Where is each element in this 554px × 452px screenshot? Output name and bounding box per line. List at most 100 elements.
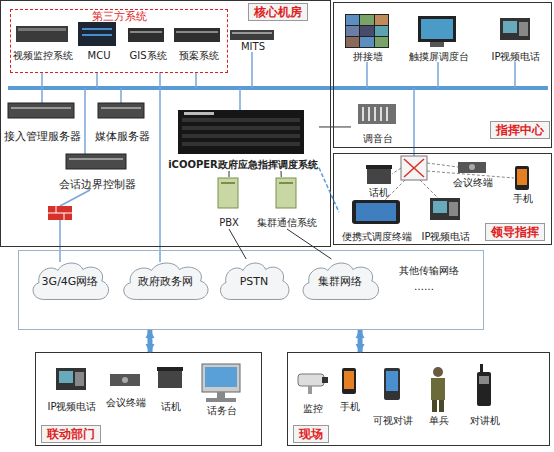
device: IP视频电话: [415, 197, 477, 243]
bus-line: [8, 86, 548, 90]
portable-terminal-icon: [352, 200, 400, 224]
dispatch-system-icon: [182, 118, 300, 122]
router-icon: [404, 159, 424, 177]
conference-terminal-icon: [458, 162, 486, 173]
bus-stub: [514, 62, 516, 88]
bus-stub: [41, 72, 43, 88]
bus-stub: [84, 88, 86, 154]
device: 媒体服务器: [91, 101, 153, 143]
bus-stub: [60, 190, 90, 206]
dispatch-system-icon: [182, 142, 300, 146]
device-caption: iCOOPER政府应急指挥调度系统: [127, 159, 359, 171]
video-wall-icon: [346, 15, 359, 25]
connector: [229, 229, 246, 259]
firewall-icon: [64, 213, 65, 220]
mixer-icon: [374, 107, 376, 121]
region-tag: 现场: [293, 425, 329, 443]
firewall-icon: [48, 206, 72, 220]
tower-icon: [276, 178, 296, 208]
network-cloud: PSTN: [215, 259, 293, 303]
video-phone-icon: [519, 22, 528, 36]
video-phone-icon: [56, 18, 530, 390]
mixer-icon: [386, 107, 388, 121]
video-wall-icon: [375, 37, 388, 47]
video-phone-icon: [56, 368, 86, 390]
mixer-icon: [380, 107, 382, 121]
bus-stub: [59, 220, 61, 262]
bus-stub: [413, 88, 415, 156]
room-region: 领导指挥话机会议终端手机便携式调度终端IP视频电话: [333, 153, 552, 245]
touch-console-icon: [430, 42, 444, 47]
device-caption: MITS: [187, 41, 319, 53]
video-wall-icon: [346, 26, 359, 36]
portable-terminal-icon: [356, 203, 396, 221]
device-caption: 手机: [465, 193, 554, 205]
soldier-icon: [431, 378, 445, 400]
device: PBX: [211, 177, 247, 229]
region-tag: 联动部门: [41, 425, 101, 443]
walkie-talkie-icon: [477, 364, 491, 406]
device-caption: 会议终端: [407, 177, 539, 189]
network-name: 集群网络: [297, 259, 383, 303]
firewall-icon: [56, 206, 57, 213]
video-phone-icon: [75, 372, 84, 386]
desk-phone-icon: [157, 367, 183, 371]
soldier-icon: [431, 367, 445, 412]
room-region: 联动部门IP视频电话会议终端话机话务台: [35, 352, 262, 446]
video-wall-icon: [375, 15, 388, 25]
camera-icon: [322, 377, 328, 383]
device-caption: 话务台: [153, 405, 291, 417]
server-icon: [66, 154, 126, 169]
device-caption: 会话边界控制器: [13, 179, 181, 191]
mixer-icon: [368, 107, 370, 121]
router-icon: [401, 156, 427, 180]
server-icon: [130, 31, 162, 33]
network-name: 3G/4G网络: [27, 259, 113, 303]
device-caption: 集群通信系统: [211, 217, 363, 229]
device: 话机: [361, 165, 397, 199]
network-cloud: 政府政务网: [117, 259, 213, 303]
device: IP视频电话: [43, 365, 101, 413]
server-icon: [11, 107, 71, 109]
dispatch-system-icon: [178, 110, 304, 154]
bus-line: [8, 88, 548, 89]
bus-stub: [437, 62, 439, 88]
server-icon: [82, 28, 112, 30]
video-phone-icon: [59, 371, 73, 383]
conference-terminal-icon: [469, 164, 475, 170]
network-name: 政府政务网: [117, 259, 213, 303]
device: 对讲机: [463, 365, 507, 427]
conference-terminal-icon: [122, 377, 128, 383]
region-tag: 核心机房: [248, 3, 308, 21]
network-band: 其他传输网络……3G/4G网络政府政务网PSTN集群网络: [18, 250, 484, 330]
dashed-link: [392, 168, 401, 174]
network-cloud: 3G/4G网络: [27, 259, 113, 303]
touch-console-icon: [421, 19, 453, 39]
device: 话务台: [193, 361, 251, 417]
bus-stub: [120, 88, 122, 103]
bus-stub: [239, 88, 241, 110]
router-icon: [401, 156, 427, 180]
server-icon: [16, 26, 68, 42]
mixer-icon: [362, 107, 364, 121]
server-icon: [82, 34, 112, 36]
group-box: 第三方系统视频监控系统MCUGIS系统预案系统: [10, 9, 228, 73]
video-intercom-icon: [384, 368, 400, 400]
video-phone-icon: [430, 198, 460, 220]
network-cloud: 集群网络: [297, 259, 383, 303]
server-icon: [69, 158, 123, 160]
network-note: 其他传输网络: [399, 265, 459, 277]
desk-phone-icon: [158, 370, 182, 388]
video-phone-icon: [433, 201, 447, 213]
connector: [287, 229, 331, 259]
room-region: 现场监控手机可视对讲单兵对讲机: [287, 352, 550, 446]
device: 单兵: [419, 365, 459, 427]
group-title: 第三方系统: [11, 11, 227, 23]
bus-stub: [42, 52, 515, 262]
device: iCOOPER政府应急指挥调度系统: [167, 109, 319, 171]
tower-icon: [221, 182, 235, 184]
firewall-icon: [48, 213, 72, 214]
server-icon: [78, 22, 116, 46]
